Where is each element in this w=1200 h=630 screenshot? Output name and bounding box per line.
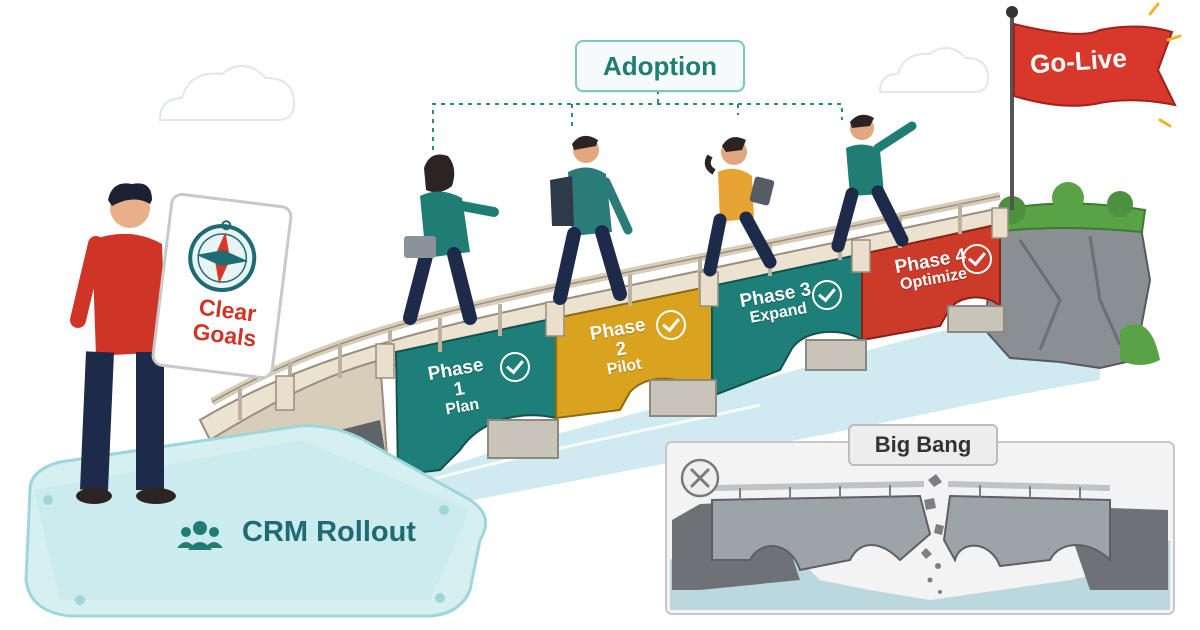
- walker-1: [403, 154, 499, 325]
- check-icon: [656, 310, 686, 340]
- cliff: [983, 182, 1160, 370]
- people-icon: [177, 521, 223, 550]
- crm-platform: [24, 424, 488, 618]
- adoption-label: Adoption: [575, 40, 745, 92]
- adoption-bracket: [432, 90, 843, 150]
- compass-icon: [188, 220, 257, 293]
- close-icon: [680, 458, 720, 498]
- check-icon: [812, 280, 842, 310]
- big-bang-label: Big Bang: [848, 424, 998, 466]
- cloud-right: [878, 47, 990, 93]
- walker-3: [703, 137, 777, 277]
- flag-icon: [1006, 2, 1182, 210]
- walker-4: [831, 114, 917, 253]
- big-bang-panel: [665, 441, 1175, 615]
- phase-2-label: Phase 2 Pilot: [582, 314, 661, 382]
- check-icon: [500, 352, 530, 382]
- check-icon: [962, 244, 992, 274]
- leader-figure: [70, 183, 176, 504]
- phase-1-label: Phase 1 Plan: [420, 354, 499, 422]
- cloud-left: [158, 65, 296, 121]
- walker-2: [550, 135, 633, 305]
- crm-rollout-label: CRM Rollout: [242, 516, 416, 548]
- river: [360, 318, 1100, 520]
